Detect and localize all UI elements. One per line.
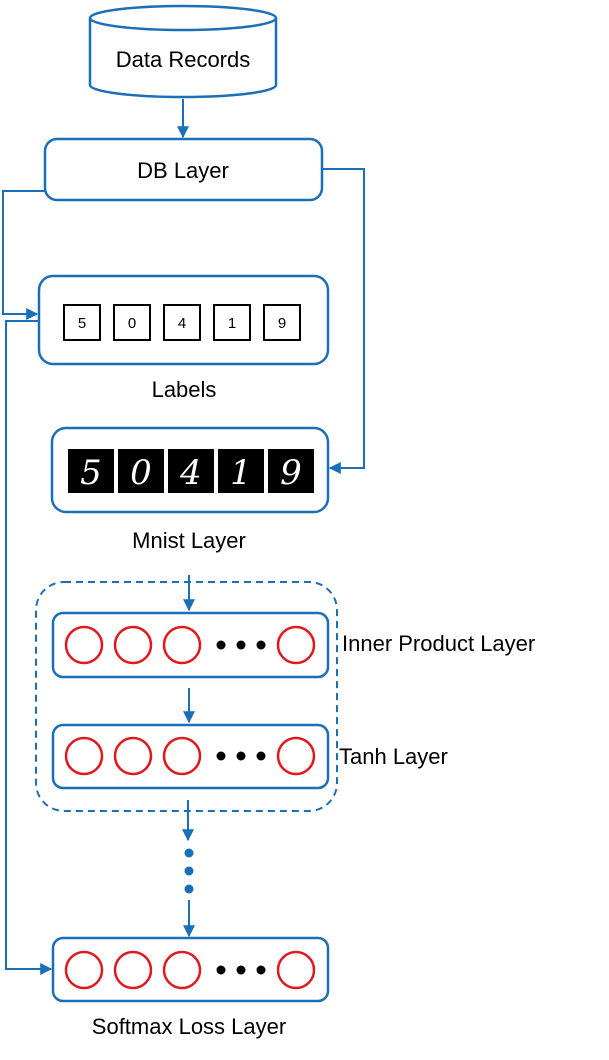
- neuron: [164, 627, 200, 663]
- neuron: [278, 627, 314, 663]
- label-digit: 4: [178, 315, 186, 332]
- ellipsis-dot: [257, 966, 266, 975]
- inner-product-layer-label: Inner Product Layer: [342, 631, 535, 656]
- neuron: [164, 738, 200, 774]
- tanh-layer-label: Tanh Layer: [339, 744, 448, 769]
- vertical-ellipsis: [185, 849, 194, 894]
- softmax-loss-layer-caption: Softmax Loss Layer: [92, 1014, 286, 1039]
- label-digit: 9: [278, 315, 286, 332]
- mnist-layer-node: 50419: [52, 428, 328, 512]
- neuron: [66, 952, 102, 988]
- ellipsis-dot: [257, 641, 266, 650]
- label-digit: 1: [228, 315, 236, 332]
- ellipsis-dot: [237, 752, 246, 761]
- mnist-layer-caption: Mnist Layer: [132, 528, 246, 553]
- label-digit: 5: [78, 315, 86, 332]
- mnist-digit: 4: [179, 453, 202, 493]
- tanh-layer-node: [53, 725, 328, 788]
- softmax-loss-layer-node: [53, 938, 328, 1001]
- ellipsis-dot: [217, 641, 226, 650]
- neuron: [66, 738, 102, 774]
- label-digit: 0: [128, 315, 136, 332]
- db-layer-label: DB Layer: [137, 158, 229, 183]
- labels-node: 5 0 4 1 9: [39, 276, 328, 364]
- labels-caption: Labels: [152, 377, 217, 402]
- neuron: [66, 627, 102, 663]
- ellipsis-dot: [217, 966, 226, 975]
- mnist-image-row: 50419: [68, 449, 314, 493]
- ellipsis-dot: [217, 752, 226, 761]
- neuron: [278, 952, 314, 988]
- ellipsis-dot: [237, 641, 246, 650]
- data-records-label: Data Records: [116, 47, 251, 72]
- neuron: [115, 738, 151, 774]
- neuron: [115, 627, 151, 663]
- neuron: [164, 952, 200, 988]
- mnist-digit: 5: [80, 453, 102, 493]
- mnist-digit: 1: [230, 453, 252, 493]
- mnist-digit: 0: [130, 453, 152, 493]
- label-digit-row: 5 0 4 1 9: [64, 305, 300, 340]
- data-records-node: Data Records: [90, 6, 276, 97]
- ellipsis-dot: [257, 752, 266, 761]
- neuron: [278, 738, 314, 774]
- neuron: [115, 952, 151, 988]
- inner-product-layer-node: [53, 613, 328, 677]
- arrow-labels-to-softmax: [6, 321, 51, 969]
- db-layer-node: DB Layer: [45, 139, 322, 200]
- mnist-digit: 9: [280, 453, 302, 493]
- ellipsis-dot: [237, 966, 246, 975]
